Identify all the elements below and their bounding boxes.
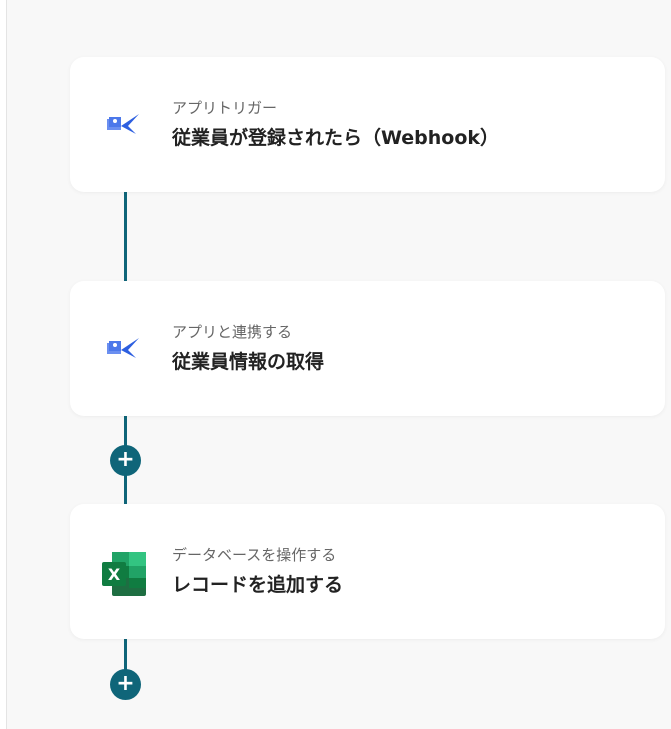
add-step-button[interactable]: + [110,445,141,476]
step-type: データベースを操作する [172,546,337,564]
employee-app-icon [107,113,139,134]
left-panel-edge [0,0,7,729]
step-type: アプリトリガー [172,99,278,117]
excel-icon: X [102,551,146,596]
flow-step-database[interactable]: X データベースを操作する レコードを追加する [70,504,665,639]
flow-step-trigger[interactable]: アプリトリガー 従業員が登録されたら（Webhook） [70,57,665,192]
add-step-button[interactable]: + [110,669,141,700]
step-title: 従業員情報の取得 [172,351,325,373]
step-title: レコードを追加する [172,574,344,596]
employee-app-icon [107,337,139,358]
flow-step-action[interactable]: アプリと連携する 従業員情報の取得 [70,281,665,416]
svg-text:X: X [108,565,121,584]
step-type: アプリと連携する [172,323,293,341]
connector-line [124,192,127,281]
step-title: 従業員が登録されたら（Webhook） [172,127,500,149]
